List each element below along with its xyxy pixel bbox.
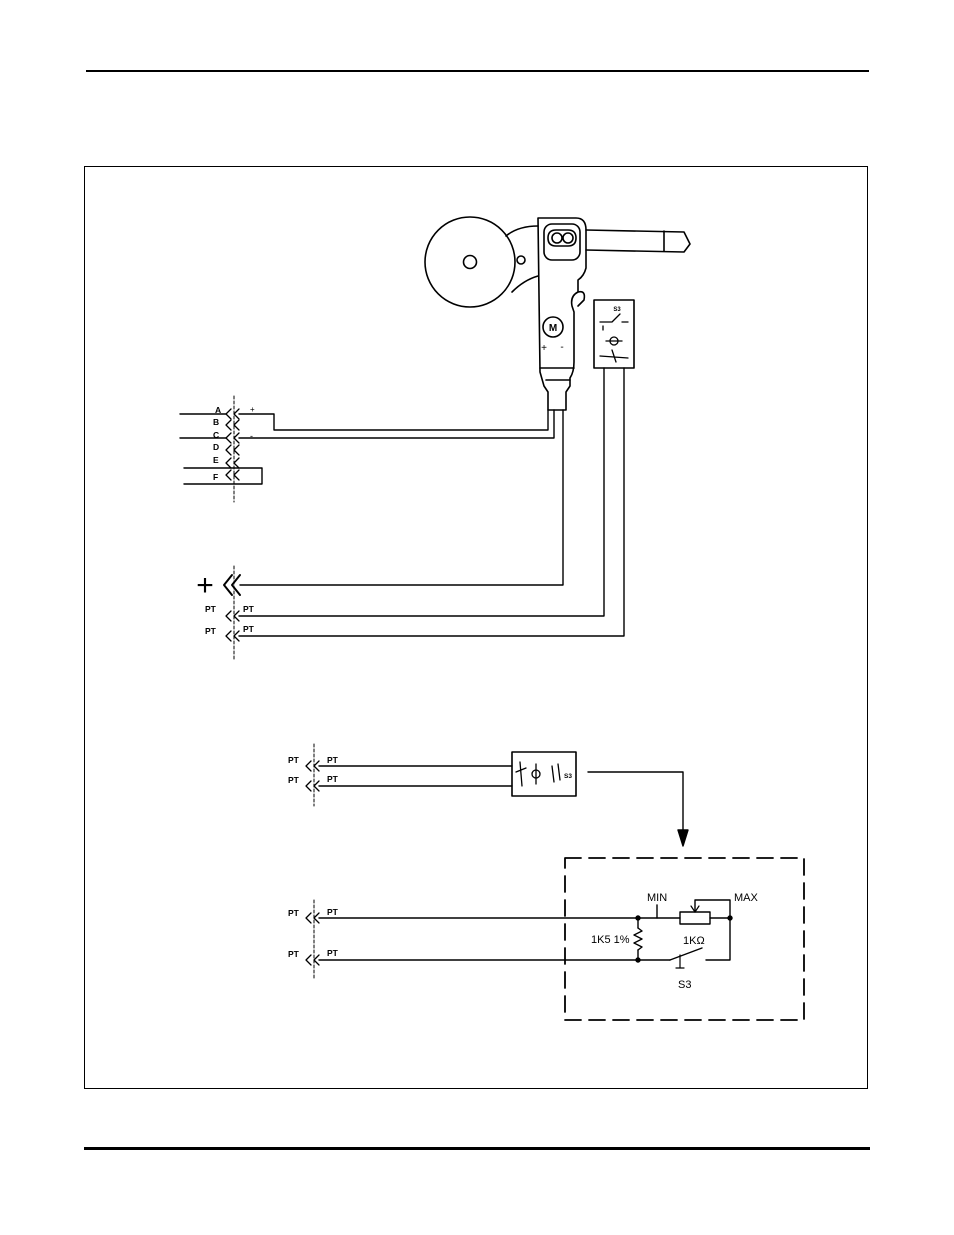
pt-label-lower-1-right: PT bbox=[327, 907, 339, 917]
resistor-value-label: 1K5 1% bbox=[591, 934, 630, 946]
spool-pivot bbox=[517, 256, 525, 264]
motor-plus-label: + bbox=[541, 343, 547, 354]
spool-hub bbox=[464, 256, 477, 269]
detail-arrow bbox=[588, 772, 688, 846]
mid-pt-chevrons bbox=[306, 761, 319, 791]
spool-arm-lower bbox=[512, 276, 538, 292]
motor-minus-label: - bbox=[560, 342, 563, 353]
upper-connector-pins bbox=[226, 409, 239, 480]
pt-label-mid-2-left: PT bbox=[288, 775, 300, 785]
pin-label-b: B bbox=[213, 417, 219, 427]
pot-min-label: MIN bbox=[647, 892, 667, 904]
pot-value-label: 1KΩ bbox=[683, 935, 705, 947]
pt-label-mid-1-left: PT bbox=[288, 755, 300, 765]
pt-label-mid-1-right: PT bbox=[327, 755, 339, 765]
pt-connector-chevrons-upper bbox=[226, 611, 239, 641]
pin-a-polarity: + bbox=[250, 405, 255, 414]
drive-roll-a bbox=[552, 233, 562, 243]
pt-label-lower-2-right: PT bbox=[327, 948, 339, 958]
pin-label-e: E bbox=[213, 455, 219, 465]
mid-pt-wiring bbox=[319, 766, 512, 786]
lower-pt-chevrons bbox=[306, 913, 319, 965]
pin-c-polarity: - bbox=[250, 431, 253, 441]
trigger bbox=[578, 292, 584, 306]
spool-arm bbox=[506, 226, 538, 236]
wire-spool bbox=[425, 217, 515, 307]
pt-label-lower-2-left: PT bbox=[288, 949, 300, 959]
pot-switch-label: S3 bbox=[678, 979, 691, 991]
potentiometer-circuit bbox=[319, 900, 732, 968]
pt-label-upper-2-left: PT bbox=[205, 626, 217, 636]
pt-label-lower-1-left: PT bbox=[288, 908, 300, 918]
mid-switch-label: S3 bbox=[564, 773, 572, 780]
gun-switch-label: S3 bbox=[613, 307, 621, 313]
pt-label-upper-1-right: PT bbox=[243, 604, 255, 614]
pt-label-upper-2-right: PT bbox=[243, 624, 255, 634]
gun-nozzle bbox=[586, 230, 690, 252]
pin-label-f: F bbox=[213, 472, 218, 482]
spool-gun-illustration bbox=[425, 217, 690, 410]
pt-label-upper-1-left: PT bbox=[205, 604, 217, 614]
pt-label-mid-2-right: PT bbox=[327, 774, 339, 784]
pot-max-label: MAX bbox=[734, 892, 759, 904]
power-connector-chevrons bbox=[224, 575, 240, 595]
power-plus-symbol: + bbox=[196, 569, 214, 602]
pin-label-d: D bbox=[213, 442, 219, 452]
drive-roll-b bbox=[563, 233, 573, 243]
motor-label: M bbox=[549, 323, 557, 334]
